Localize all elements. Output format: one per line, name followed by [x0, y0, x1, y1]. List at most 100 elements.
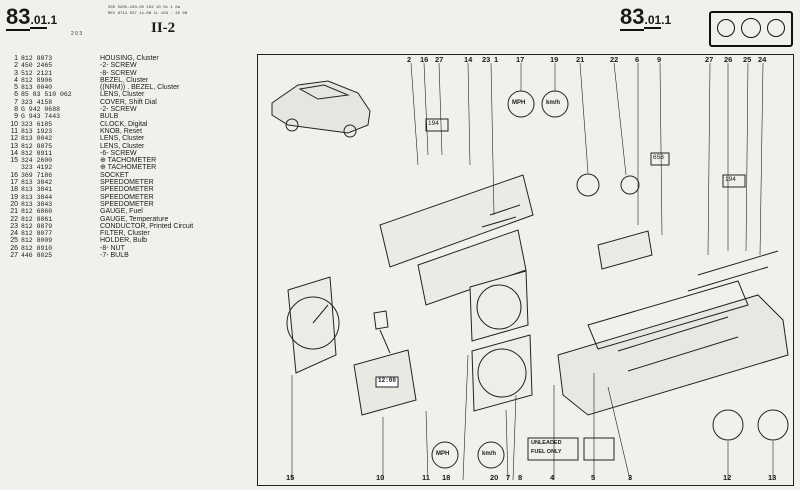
ref-box-2 — [650, 152, 670, 166]
part-code: 85 83 510 062 — [21, 91, 72, 99]
part-description: LENS, Cluster — [100, 142, 145, 150]
part-description: -2- SCREW — [100, 106, 137, 114]
part-description: -8- NUT — [100, 244, 125, 252]
part-description: CONDUCTOR, Printed Circuit — [100, 222, 194, 230]
part-description: ⊕ TACHOMETER — [100, 157, 157, 165]
part-description: BEZEL, Cluster — [100, 76, 149, 84]
part-row: 323 4192⊕ TACHOMETER — [4, 164, 196, 171]
section-sub: .01 — [30, 13, 48, 29]
section-sub-right: .01 — [644, 13, 662, 29]
part-number-index: 18 — [10, 186, 18, 194]
part-number-index: 6 — [14, 91, 18, 99]
part-number-index: 7 — [14, 98, 18, 106]
part-code: 813 3842 — [21, 179, 53, 187]
callout-25: 25 — [743, 55, 752, 64]
callout-3: 3 — [628, 473, 633, 482]
unleaded-line-1: UNLEADED — [531, 440, 562, 446]
part-number-index: 11 — [10, 127, 18, 135]
instrument-cluster-icon — [709, 11, 793, 47]
part-description: FILTER, Cluster — [100, 230, 150, 238]
part-code: 813 1923 — [21, 127, 53, 135]
part-code: 812 8077 — [21, 230, 53, 238]
part-number-index: 12 — [10, 135, 18, 143]
callout-5: 5 — [591, 473, 596, 482]
part-number-index: 23 — [10, 222, 18, 230]
ref-box-1-label: 194 — [428, 120, 439, 127]
diagram-svg — [271, 62, 789, 481]
part-description: -7- BULB — [100, 252, 129, 260]
ref-box-1 — [425, 118, 449, 132]
part-code: 812 6860 — [21, 208, 53, 216]
part-description: HOUSING, Cluster — [100, 55, 159, 62]
part-code: 812 8861 — [21, 215, 53, 223]
part-number-index: 20 — [10, 200, 18, 208]
part-description: COVER, Shift Dial — [100, 98, 157, 106]
part-code: 812 8879 — [21, 222, 53, 230]
part-description: LENS, Cluster — [100, 135, 145, 143]
part-code: 813 3844 — [21, 193, 53, 201]
bezel-drawing — [379, 174, 534, 306]
kmh-label-top: km/h — [546, 100, 561, 106]
part-code: 812 8910 — [21, 244, 53, 252]
part-number-index: 26 — [10, 244, 18, 252]
part-number-index: 14 — [10, 149, 18, 157]
part-code: 324 2600 — [21, 157, 53, 165]
part-code: 512 2121 — [21, 69, 53, 77]
tachometer-drawing — [286, 276, 340, 374]
ref-box-3 — [722, 174, 746, 188]
part-number-index: 4 — [14, 76, 18, 84]
model-code: II-2 — [151, 20, 176, 36]
callout-6: 6 — [635, 55, 640, 64]
speedometer-drawing — [469, 270, 533, 412]
part-number-index — [4, 164, 21, 171]
part-code: 813 0040 — [21, 84, 53, 92]
callout-20: 20 — [490, 473, 499, 482]
part-code: 812 8911 — [21, 149, 53, 157]
mph-label-top: MPH — [512, 100, 526, 106]
callout-17: 17 — [516, 55, 525, 64]
part-code: 812 8875 — [21, 142, 53, 150]
section-number: 83 — [6, 4, 31, 31]
part-code: 813 0042 — [21, 135, 53, 143]
tiny-line-1: 205 5205-103-05 102 10 01 1 0a — [108, 6, 181, 10]
part-description: SPEEDOMETER — [100, 179, 154, 187]
section-header-right: 83.01.1 — [620, 4, 671, 31]
kmh-label-bottom: km/h — [482, 451, 497, 457]
ref-box-2-label: 658 — [653, 154, 664, 161]
callout-7: 7 — [506, 473, 511, 482]
section-header-left: 83.01.1 — [6, 4, 58, 31]
part-description: SOCKET — [100, 171, 129, 179]
section-suffix: .1 — [47, 13, 58, 27]
tiny-line-2: REV 8714 037 11-08 CL 103 - 45 08 — [108, 12, 188, 16]
part-code: 369 7186 — [21, 171, 53, 179]
part-description: SPEEDOMETER — [100, 193, 154, 201]
part-number-index: 1 — [14, 55, 18, 62]
part-description: HOLDER, Bulb — [100, 237, 148, 245]
part-code: 323 6185 — [21, 120, 53, 128]
callout-14: 14 — [464, 55, 473, 64]
clock-drawing — [353, 310, 417, 416]
part-description: -8- SCREW — [100, 69, 137, 77]
callout-15: 15 — [286, 473, 295, 482]
part-description: ((NRM)) . BEZEL, Cluster — [100, 84, 180, 92]
part-code: 813 3843 — [21, 200, 53, 208]
part-code: 813 3841 — [21, 186, 53, 194]
car-illustration — [271, 80, 371, 138]
part-number-index: 19 — [10, 193, 18, 201]
part-number-index: 13 — [10, 142, 18, 150]
